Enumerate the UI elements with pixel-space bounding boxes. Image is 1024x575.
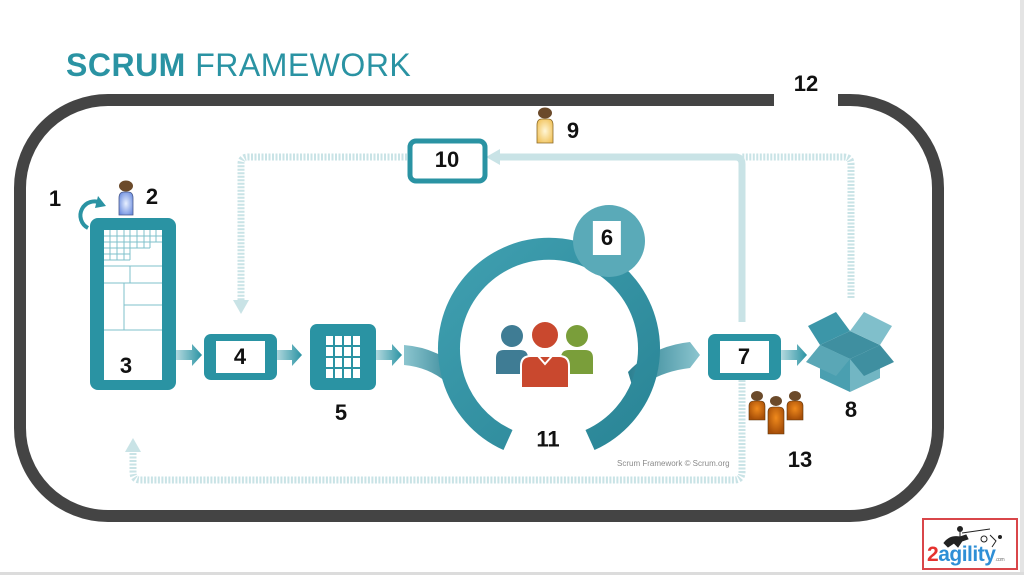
feedback-loops	[129, 153, 855, 484]
retro-to-planning-dotted	[237, 153, 407, 300]
brand-two: 2	[927, 543, 939, 566]
label-2: 2	[145, 184, 159, 209]
arrowhead-3-up	[125, 438, 141, 452]
review-to-retro-line	[500, 153, 746, 322]
label-9: 9	[566, 118, 580, 143]
bottom-feedback-dotted	[129, 380, 746, 484]
product-owner-figure	[118, 180, 134, 216]
page-edge-right	[1020, 0, 1024, 575]
team-icon	[496, 320, 593, 389]
label-5: 5	[334, 400, 348, 425]
increment-feedback-dotted	[742, 153, 855, 298]
arrow-7-to-8	[781, 344, 807, 366]
retrospective-box	[407, 138, 488, 184]
label-8: 8	[844, 397, 858, 422]
scrum-frame	[14, 94, 944, 522]
arrowhead-10	[486, 149, 500, 165]
label-10: 10	[434, 147, 460, 172]
product-backlog	[90, 218, 176, 390]
brand-agility: agility	[938, 543, 996, 566]
title-light: FRAMEWORK	[195, 47, 412, 83]
label-11: 11	[516, 423, 580, 457]
arrow-3-to-4	[176, 344, 202, 366]
arrowhead-4-down	[233, 300, 249, 314]
brand-wordmark: 2agility.com	[927, 543, 1005, 567]
label-12: 12	[793, 71, 819, 96]
flow-arrows	[176, 344, 807, 366]
title-bold: SCRUM	[66, 47, 186, 83]
diagram-title: SCRUM FRAMEWORK	[66, 47, 411, 84]
sprint-planning-box	[204, 334, 277, 380]
page-edge-bottom	[0, 572, 1024, 575]
label-4: 4	[233, 344, 247, 369]
copyright-text: Scrum Framework © Scrum.org	[617, 459, 730, 468]
brand-logo[interactable]: 2agility.com	[922, 518, 1018, 570]
label-3: 3	[113, 353, 139, 379]
refresh-cycle-icon	[78, 196, 106, 230]
label-6: 6	[592, 221, 622, 255]
sprint-backlog	[310, 324, 376, 390]
arrow-4-to-5	[276, 344, 302, 366]
group-icon	[748, 391, 804, 435]
open-box-icon	[806, 312, 894, 392]
frame-gap-12	[774, 92, 838, 106]
label-7: 7	[737, 344, 751, 369]
rider-icon	[943, 526, 1002, 548]
arrow-5-to-sprint	[376, 344, 402, 366]
label-1: 1	[48, 186, 62, 211]
sprint-review-box	[708, 334, 781, 380]
scrum-master-figure	[536, 107, 554, 144]
sprint-cycle	[438, 237, 660, 451]
label-13: 13	[787, 447, 813, 472]
brand-com: .com	[995, 557, 1005, 563]
